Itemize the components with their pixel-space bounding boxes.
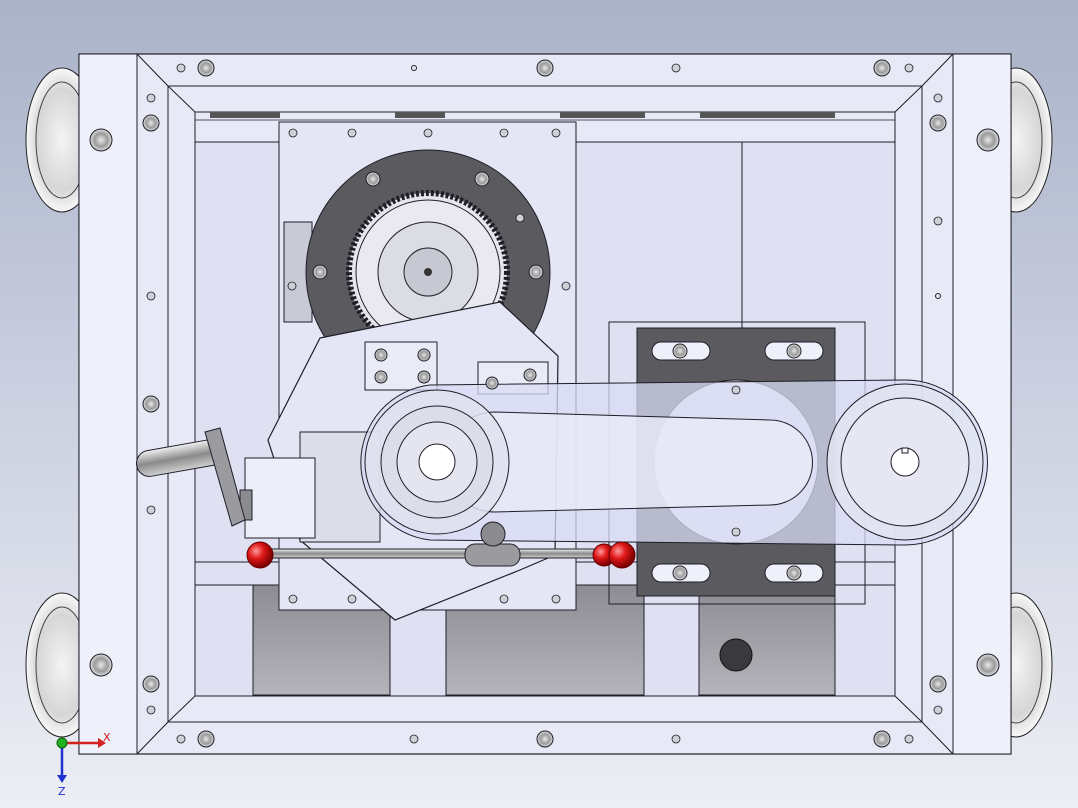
drive-pulley[interactable] (364, 389, 510, 535)
fasteners (89, 59, 1000, 748)
z-axis-arrowhead (57, 775, 67, 783)
belt-guard[interactable] (360, 379, 988, 546)
clamp-lever[interactable] (246, 521, 636, 569)
orientation-triad[interactable]: X Z (40, 725, 130, 805)
x-axis-label: X (103, 731, 111, 744)
crank-handle[interactable] (134, 427, 246, 527)
z-axis-label: Z (58, 785, 66, 798)
y-axis-dot (56, 737, 68, 749)
driven-pulley[interactable] (826, 383, 984, 541)
x-axis-arrowhead (98, 738, 106, 748)
